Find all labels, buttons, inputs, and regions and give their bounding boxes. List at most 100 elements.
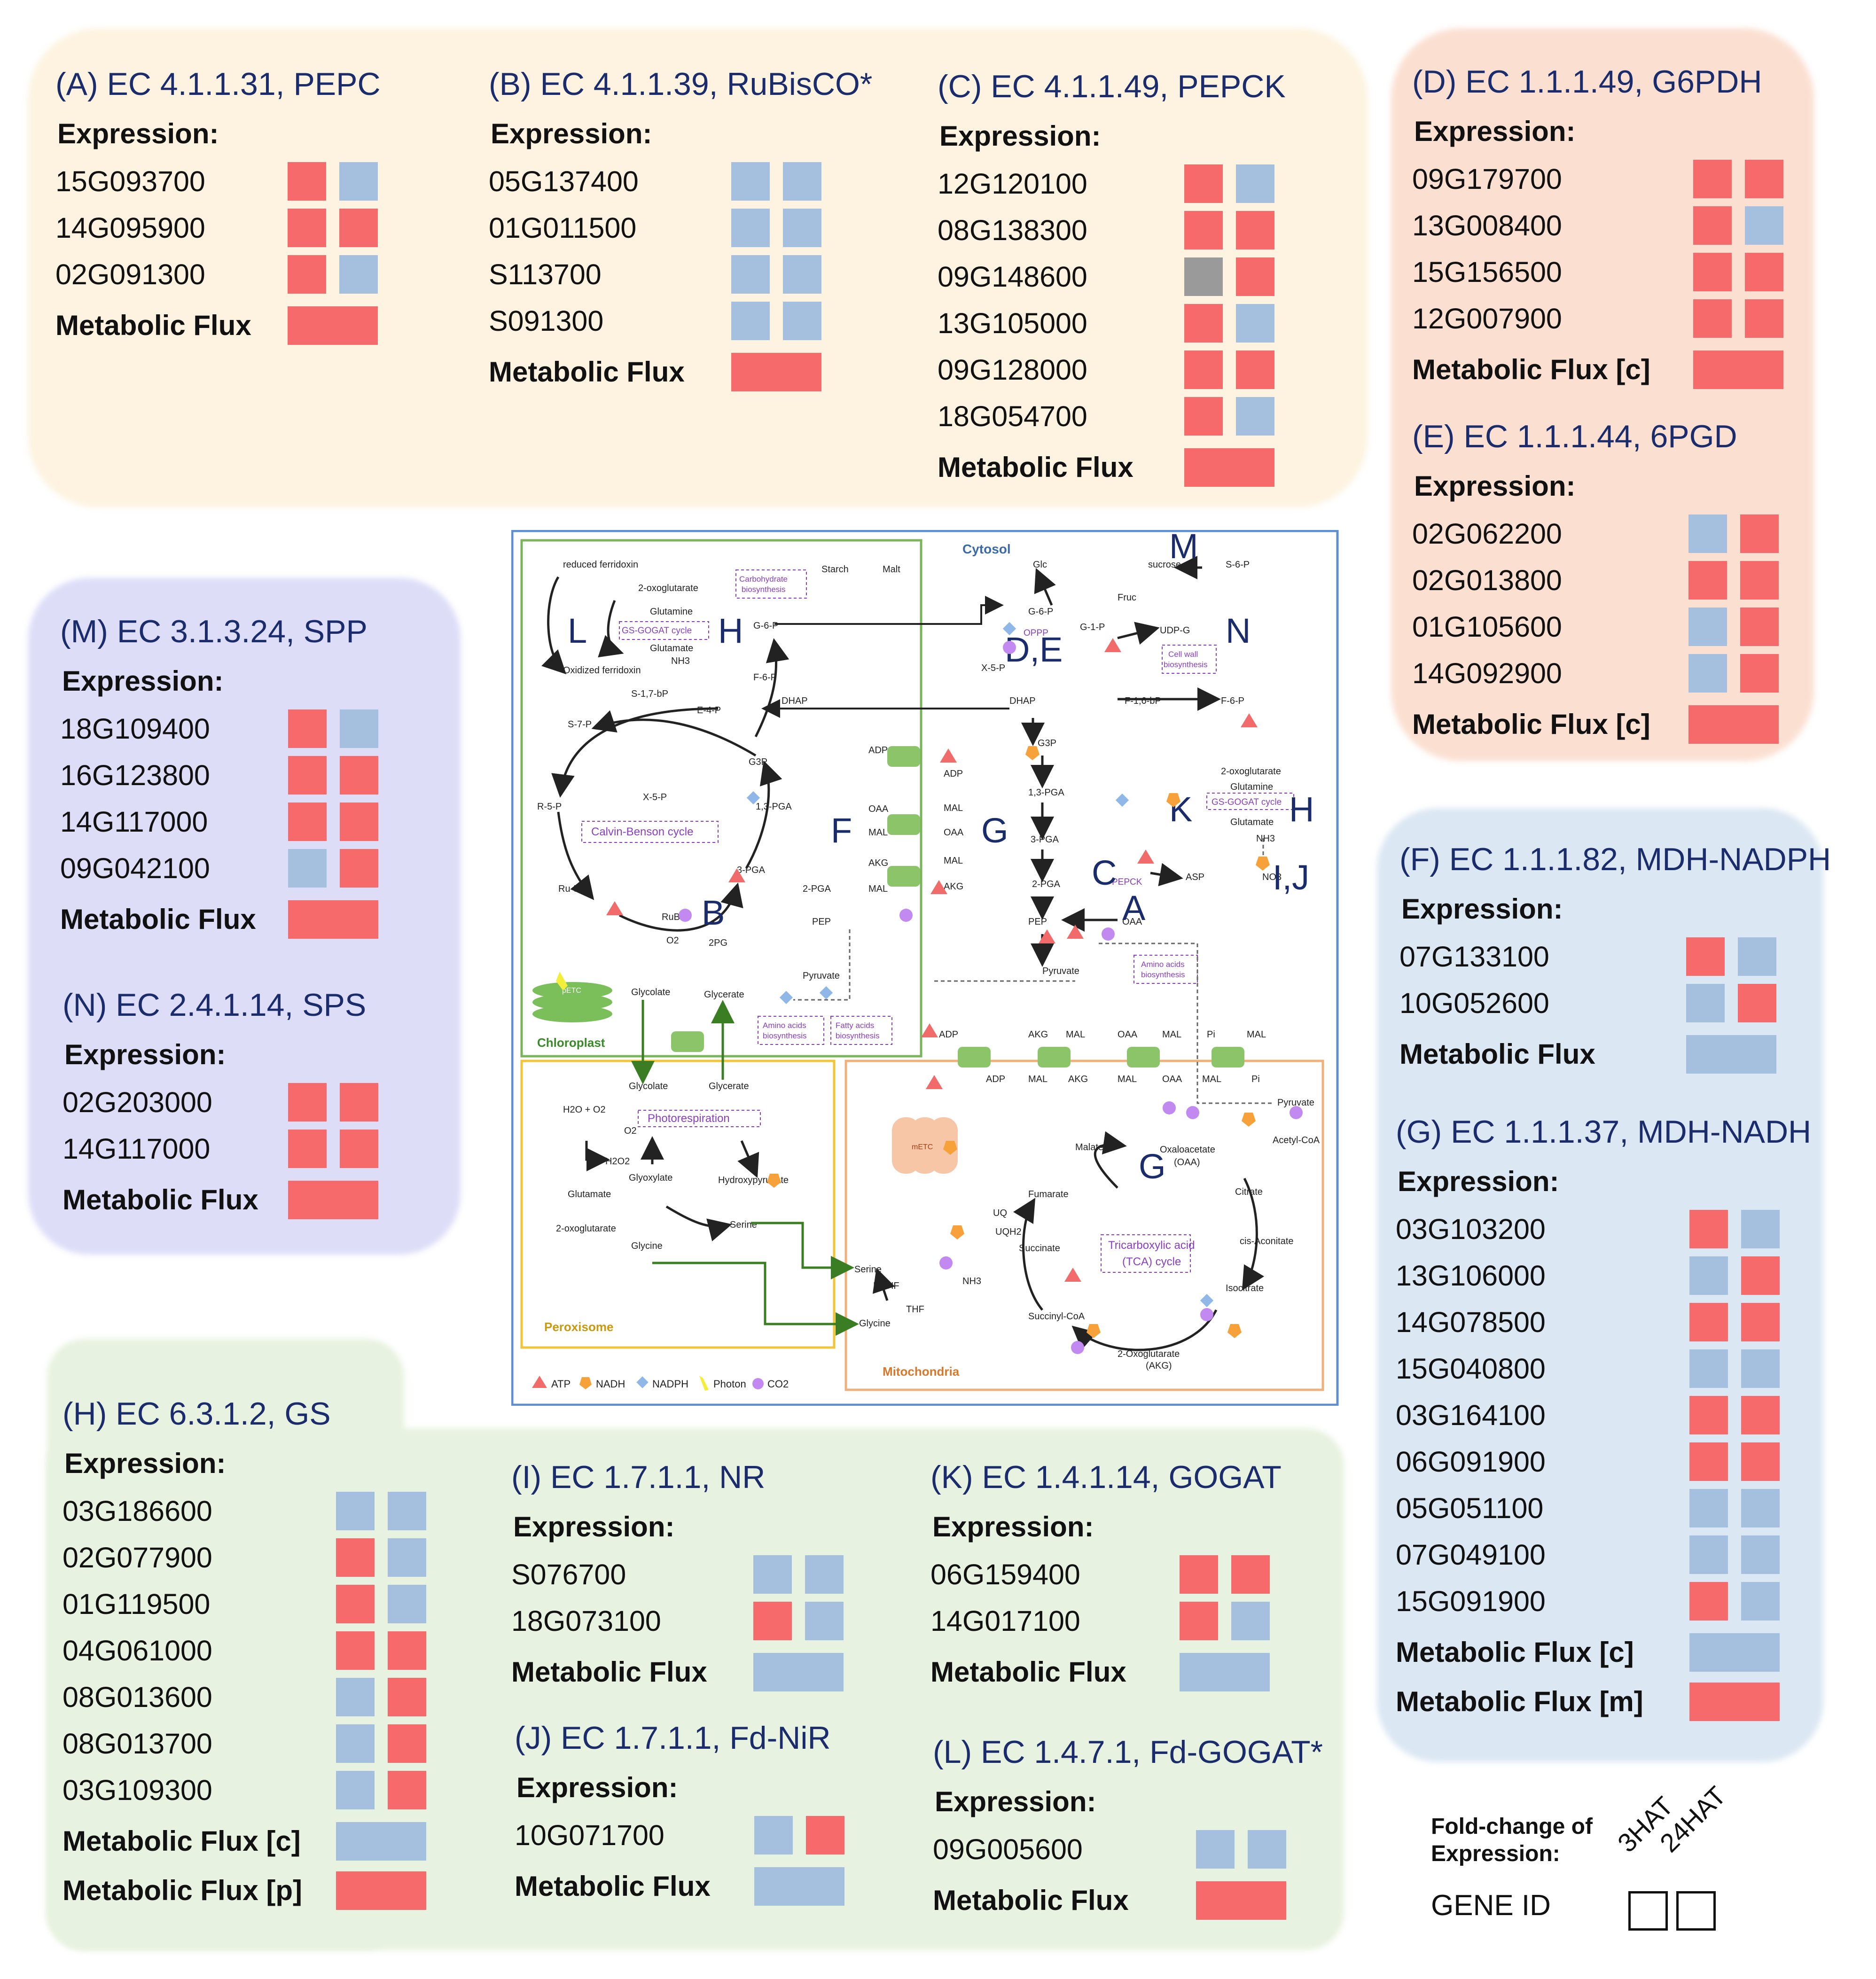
fold-change-3hat (1184, 164, 1223, 203)
fold-change-24hat (1236, 304, 1274, 343)
flux-bar (1686, 1035, 1776, 1074)
cellwall-label-1: Cell wall (1168, 650, 1198, 659)
svg-text:Acetyl-CoA: Acetyl-CoA (1273, 1135, 1320, 1145)
fold-change-24hat (339, 162, 378, 201)
tca-label-1: Tricarboxylic acid (1108, 1239, 1195, 1252)
fold-change-3hat (336, 1538, 375, 1577)
fold-change-24hat (388, 1724, 426, 1763)
expression-label: Expression: (516, 1772, 678, 1803)
fold-change-3hat (288, 209, 326, 247)
fold-change-3hat (336, 1771, 375, 1809)
fold-change-3hat (288, 1083, 327, 1122)
svg-text:S-1,7-bP: S-1,7-bP (631, 689, 668, 699)
gene-id: 07G049100 (1396, 1539, 1546, 1571)
fa-label-1: Fatty acids (836, 1021, 874, 1030)
svg-text:Pyruvate: Pyruvate (803, 971, 840, 981)
svg-text:OAA: OAA (944, 827, 964, 838)
letter-H-cyto: H (1289, 790, 1314, 829)
expression-label: Expression: (1414, 470, 1576, 502)
fold-change-3hat (1688, 608, 1727, 646)
fold-change-3hat (288, 162, 326, 201)
mitochondria-frame (844, 1060, 1324, 1391)
legend-box-3hat (1628, 1891, 1668, 1931)
svg-text:X-5-P: X-5-P (643, 792, 667, 803)
svg-text:Starch: Starch (821, 564, 849, 575)
aa-chloro-label-2: biosynthesis (763, 1031, 807, 1040)
fold-change-3hat (336, 1678, 375, 1716)
gene-id: 09G042100 (60, 852, 210, 884)
svg-text:Glycerate: Glycerate (709, 1081, 749, 1091)
expression-label: Expression: (57, 118, 219, 149)
expression-label: Expression: (62, 665, 224, 697)
flux-label: Metabolic Flux (63, 1184, 258, 1215)
svg-text:THF: THF (906, 1304, 924, 1315)
fold-change-3hat (731, 209, 770, 247)
flux-bar (753, 1653, 844, 1691)
letter-A: A (1122, 888, 1146, 927)
fold-change-3hat (731, 255, 770, 294)
svg-text:Glycine: Glycine (631, 1241, 663, 1251)
fold-change-24hat (783, 162, 821, 201)
label-mitochondria: Mitochondria (883, 1364, 960, 1379)
svg-text:Oxidized ferridoxin: Oxidized ferridoxin (563, 665, 641, 676)
fold-change-24hat (1740, 608, 1779, 646)
fold-change-24hat (1740, 561, 1779, 600)
svg-text:MAL: MAL (1202, 1074, 1221, 1084)
panel-title: (N) EC 2.4.1.14, SPS (63, 987, 367, 1023)
cofactor-symbols (556, 622, 1303, 1354)
gene-id: 08G138300 (938, 214, 1087, 246)
fold-change-3hat (1689, 1396, 1728, 1434)
expression-label: Expression: (935, 1786, 1096, 1817)
gene-id: S113700 (489, 258, 602, 290)
svg-text:Glycine: Glycine (859, 1318, 891, 1329)
gene-id: 03G164100 (1396, 1399, 1546, 1431)
svg-text:(AKG): (AKG) (1146, 1361, 1172, 1371)
flux-label: Metabolic Flux [c] (1412, 354, 1650, 385)
gene-id: 01G119500 (63, 1588, 211, 1620)
expression-label: Expression: (491, 118, 652, 149)
svg-text:Succinate: Succinate (1019, 1243, 1060, 1254)
gene-id: 09G005600 (933, 1833, 1083, 1865)
fold-change-24hat (388, 1585, 426, 1623)
svg-text:Fumarate: Fumarate (1028, 1189, 1069, 1200)
fold-change-3hat (1689, 1535, 1728, 1574)
fold-change-3hat (753, 1602, 792, 1640)
gene-id: 04G061000 (63, 1635, 212, 1667)
svg-text:CO2: CO2 (767, 1378, 789, 1390)
flux-label: Metabolic Flux (489, 356, 685, 388)
gene-id: 15G156500 (1412, 256, 1562, 288)
svg-text:UDP-G: UDP-G (1160, 625, 1190, 636)
flux-label: Metabolic Flux (55, 310, 251, 341)
zone-carbon-fixation (28, 28, 1368, 507)
fold-change-3hat (288, 1130, 327, 1168)
fold-change-3hat (1689, 1303, 1728, 1341)
svg-text:AKG: AKG (868, 858, 888, 868)
svg-text:X-5-P: X-5-P (981, 663, 1005, 673)
fold-change-3hat (1688, 514, 1727, 553)
gene-id: 18G109400 (60, 713, 210, 745)
fold-change-3hat (731, 302, 770, 340)
fold-change-24hat (783, 302, 821, 340)
flux-bar (1184, 448, 1274, 487)
expression-label: Expression: (513, 1511, 675, 1543)
fold-change-24hat (1740, 654, 1779, 693)
tca-label-2: (TCA) cycle (1122, 1255, 1181, 1268)
svg-text:PEP: PEP (1028, 917, 1047, 927)
fold-change-3hat (1693, 253, 1732, 291)
svg-text:Glycerate: Glycerate (704, 990, 744, 1000)
svg-text:S-6-P: S-6-P (1226, 560, 1250, 570)
gene-id: 02G091300 (55, 258, 205, 290)
legend-title-2: Expression: (1431, 1841, 1560, 1866)
zone-sucrose (28, 578, 461, 1254)
fold-change-24hat (1248, 1830, 1286, 1869)
flux-bar (288, 306, 378, 345)
gene-id: 02G062200 (1412, 518, 1562, 550)
fold-change-3hat (731, 162, 770, 201)
fold-change-24hat (1745, 299, 1783, 338)
fold-change-24hat (783, 255, 821, 294)
pepck-label: PEPCK (1112, 877, 1142, 887)
expression-label: Expression: (1401, 893, 1563, 925)
fold-change-3hat (753, 1555, 792, 1594)
fold-change-3hat (336, 1585, 375, 1623)
legend-gene-id: GENE ID (1431, 1889, 1551, 1922)
